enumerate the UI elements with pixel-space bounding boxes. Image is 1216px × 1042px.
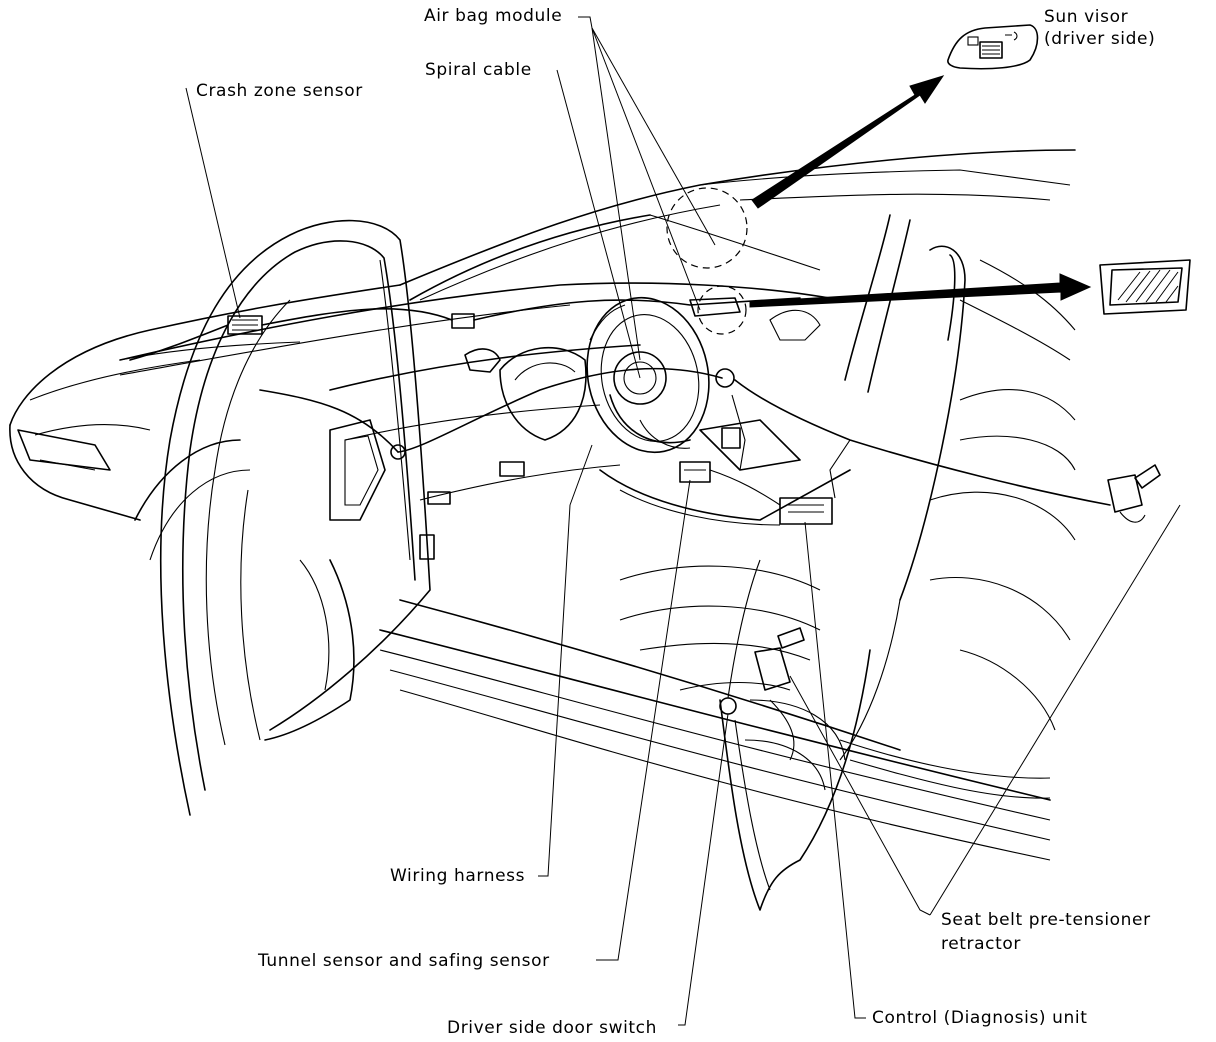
instrument-cluster [464,297,821,441]
label-crash-zone-sensor: Crash zone sensor [196,81,363,101]
label-seat-belt-pretensioner: Seat belt pre-tensioner retractor [941,910,1151,954]
rear-seat-belt-retractor [1107,464,1161,523]
control-unit-part [779,497,833,525]
callout-arrows [749,75,1092,308]
door-switch-part [390,368,737,715]
label-driver-door-switch: Driver side door switch [447,1018,658,1038]
steering-wheel [586,296,710,454]
leader-lines [185,16,1181,1026]
sun-visor-inset [947,24,1039,70]
misc-dash-parts [427,427,741,505]
callout-circles [666,187,748,335]
car-body-outline [9,149,1076,911]
label-sun-visor: Sun visor (driver side) [1044,7,1156,49]
label-spiral-cable: Spiral cable [425,60,532,80]
wiring-harness-line [129,297,1111,699]
open-driver-door [159,219,435,816]
label-tunnel-sensor: Tunnel sensor and safing sensor [258,951,550,971]
air-bag-inset [1099,259,1191,315]
tunnel-sensor-part [679,461,711,483]
label-wiring-harness: Wiring harness [390,866,526,886]
seat-belt-retractor-part [754,627,805,761]
spiral-cable-part [451,313,475,329]
label-control-unit: Control (Diagnosis) unit [872,1008,1088,1028]
label-air-bag-module: Air bag module [424,6,563,26]
